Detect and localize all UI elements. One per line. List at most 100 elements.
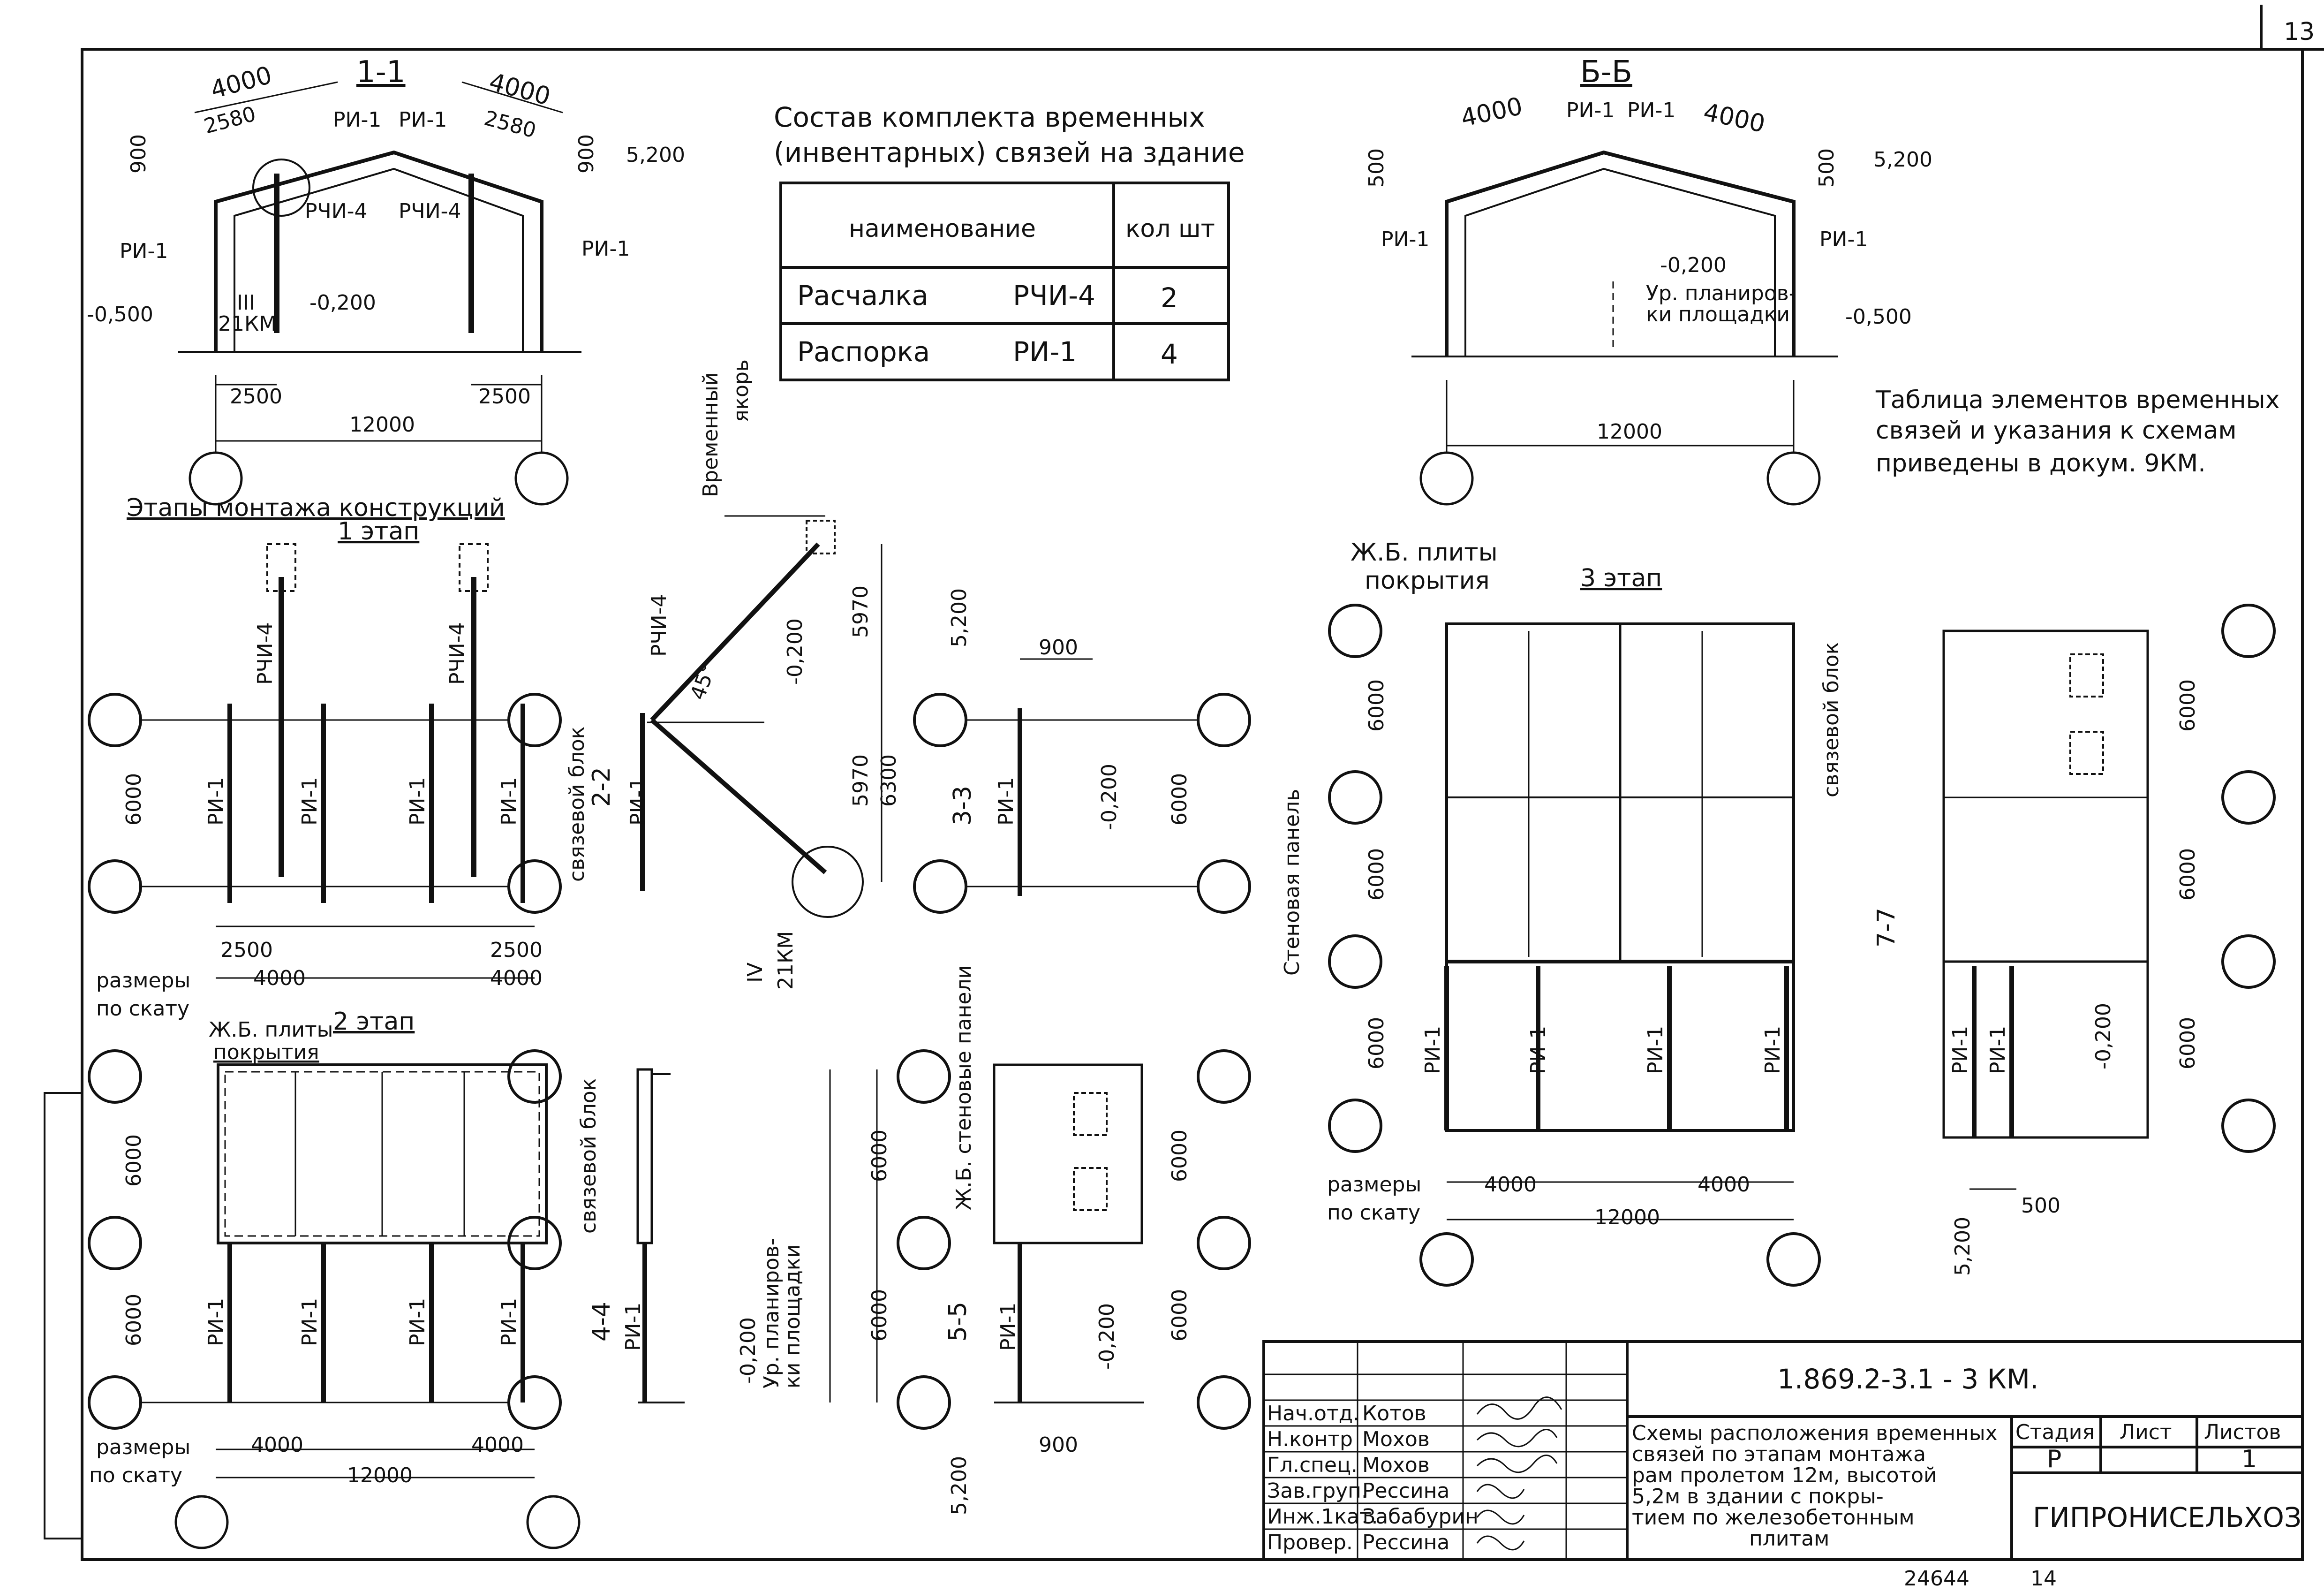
dim-2500-a: 2500	[230, 385, 282, 409]
tb-name-2: Мохов	[1362, 1427, 1430, 1451]
label-ri1-st3-b: РИ-1	[1526, 1026, 1550, 1074]
dim-6000-st3-c: 6000	[1365, 1017, 1388, 1069]
label-ri1-55: РИ-1	[996, 1303, 1020, 1351]
label-slope-2b: по скату	[89, 1463, 182, 1487]
dim-6000-33: 6000	[1168, 773, 1192, 826]
label-ri1-st3-d: РИ-1	[1761, 1026, 1785, 1074]
dim-4000-st3-a: 4000	[1484, 1173, 1537, 1197]
dim-5970-a: 5970	[849, 585, 873, 638]
label-21km-det: 21КМ	[774, 931, 798, 990]
section-7-7: 7-7 6000 6000 6000 РИ-1 РИ-1 -0,200 500 …	[1872, 604, 2276, 1276]
tb-desc-4: 5,2м в здании с покры-	[1632, 1485, 1884, 1509]
kit-title-1: Состав комплекта временных	[774, 101, 1205, 133]
dim-12000-st3: 12000	[1594, 1205, 1660, 1229]
dim-900-a: 900	[127, 134, 151, 174]
dim-900-33: 900	[1039, 636, 1078, 660]
stage2-plan: 2 этап Ж.Б. плиты покрытия 6000 6000 свя…	[88, 1008, 601, 1549]
section-5-5: Ж.Б. стеновые панели 5-5 РИ-1 -0,200 600…	[897, 965, 1251, 1515]
stage1-plan: Этапы монтажа конструкций 1 этап 6000 РЧ…	[88, 494, 616, 1021]
kit-row2-mark: РИ-1	[1013, 336, 1077, 368]
label-ri1-bb-d: РИ-1	[1819, 227, 1868, 251]
label-grade-bb-1: Ур. планиров-	[1646, 281, 1796, 305]
label-ri1-st1-b: РИ-1	[298, 777, 322, 826]
stage1-title: 1 этап	[338, 517, 419, 546]
stage2-title: 2 этап	[333, 1008, 415, 1036]
label-rchi4-b: РЧИ-4	[399, 199, 461, 223]
stage3-title: 3 этап	[1580, 564, 1662, 592]
label-5200-11: 5,200	[626, 143, 685, 167]
label-mark500-11: -0,500	[87, 303, 153, 326]
dim-12000-bb: 12000	[1597, 420, 1662, 444]
label-mark-det: -0,200	[783, 618, 807, 685]
section-title-77: 7-7	[1872, 908, 1901, 948]
dim-500-bb-b: 500	[1815, 148, 1839, 188]
section-1-1: 1-1 4000 2580 РИ-1 РИ-1 4000 2580 900 90…	[87, 55, 685, 506]
tb-sheets-v: 1	[2241, 1445, 2257, 1473]
label-ri1-st3-c: РИ-1	[1644, 1026, 1668, 1074]
label-ri1-44: РИ-1	[621, 1303, 645, 1351]
label-slabs-st3: Ж.Б. плиты	[1351, 538, 1498, 567]
label-ri1-77-b: РИ-1	[1986, 1026, 2010, 1074]
stage3-plan: Ж.Б. плиты покрытия 3 этап Стеновая пане…	[1280, 538, 1843, 1287]
dim-5200-55: 5,200	[947, 1456, 971, 1515]
label-ri1-a: РИ-1	[333, 108, 381, 132]
dim-2500-b: 2500	[478, 385, 531, 409]
dim-6000-77-b: 6000	[2176, 848, 2200, 901]
label-ri1-st1-d: РИ-1	[497, 777, 521, 826]
section-title-55: 5-5	[944, 1302, 972, 1342]
dim-2580-b: 2580	[482, 106, 538, 143]
label-roman3-a: III	[237, 291, 255, 315]
label-ri1-st2-d: РИ-1	[497, 1298, 521, 1346]
label-ri1-77-a: РИ-1	[1948, 1026, 1972, 1074]
dim-6000-st3-b: 6000	[1365, 848, 1388, 901]
kit-table: Состав комплекта временных (инвентарных)…	[774, 101, 1245, 381]
label-slope-3b: по скату	[1327, 1201, 1420, 1225]
label-ri1-st1-a: РИ-1	[204, 777, 228, 826]
signatures	[1476, 1396, 1562, 1551]
label-slabs-st2: Ж.Б. плиты	[209, 1018, 333, 1042]
label-ri1-b: РИ-1	[399, 108, 447, 132]
label-ri1-det: РИ-1	[626, 777, 650, 826]
doc-code: 1.869.2-3.1 - 3 КМ.	[1777, 1363, 2038, 1395]
dim-6000-44-a: 6000	[868, 1130, 891, 1182]
dim-500-77: 500	[2021, 1194, 2060, 1218]
kit-row2-qty: 4	[1161, 338, 1178, 370]
dim-4000-st1-a: 4000	[253, 966, 306, 990]
label-ri1-bb-b: РИ-1	[1627, 99, 1675, 122]
dim-6000-st2-b: 6000	[122, 1294, 146, 1346]
label-slope-3a: размеры	[1327, 1173, 1421, 1197]
section-title-44: 4-4	[588, 1302, 616, 1342]
dim-6000-st1: 6000	[122, 773, 146, 826]
sheet-number: 13	[2284, 18, 2315, 46]
dim-900-b: 900	[574, 134, 598, 174]
tb-name-1: Котов	[1362, 1402, 1426, 1425]
label-mark-33: -0,200	[1097, 764, 1121, 830]
label-mark-77: -0,200	[2091, 1003, 2115, 1069]
section-title-bb: Б-Б	[1580, 55, 1632, 90]
section-title-1-1: 1-1	[356, 55, 406, 90]
label-mark-11: -0,200	[309, 291, 376, 315]
tb-desc-1: Схемы расположения временных	[1632, 1421, 1998, 1445]
label-anchor-1: Временный	[699, 372, 723, 497]
section-4-4: 4-4 РИ-1 -0,200 Ур. планиров- ки площадк…	[588, 1068, 891, 1403]
kit-row1-qty: 2	[1161, 282, 1178, 314]
label-rchi4-st1-a: РЧИ-4	[253, 622, 277, 685]
dim-5200-77: 5,200	[1951, 1217, 1975, 1276]
detail-bracing: Временный якорь РЧИ-4 -0,200 45° 5970 59…	[626, 359, 901, 990]
note-line-3: приведены в докум. 9КМ.	[1876, 449, 2206, 478]
label-mark-44: -0,200	[736, 1317, 760, 1384]
stages-title: Этапы монтажа конструкций	[127, 494, 505, 522]
label-roman4: IV	[743, 963, 767, 983]
tb-name-6: Рессина	[1362, 1531, 1449, 1554]
dim-2500-st1-b: 2500	[490, 938, 543, 962]
label-ri1-st2-a: РИ-1	[204, 1298, 228, 1346]
dim-12000-st2: 12000	[347, 1463, 413, 1487]
kit-col-qty: кол шт	[1125, 215, 1215, 243]
label-grade-44-1: Ур. планиров-	[760, 1238, 784, 1388]
kit-title-2: (инвентарных) связей на здание	[774, 136, 1245, 168]
tb-role-3: Гл.спец.	[1267, 1453, 1358, 1477]
label-ri1-bb-a: РИ-1	[1566, 99, 1615, 122]
kit-row1-name: Расчалка	[797, 280, 928, 311]
label-21km-a: 21КМ	[218, 312, 277, 336]
tb-sheets-h: Листов	[2204, 1420, 2281, 1444]
